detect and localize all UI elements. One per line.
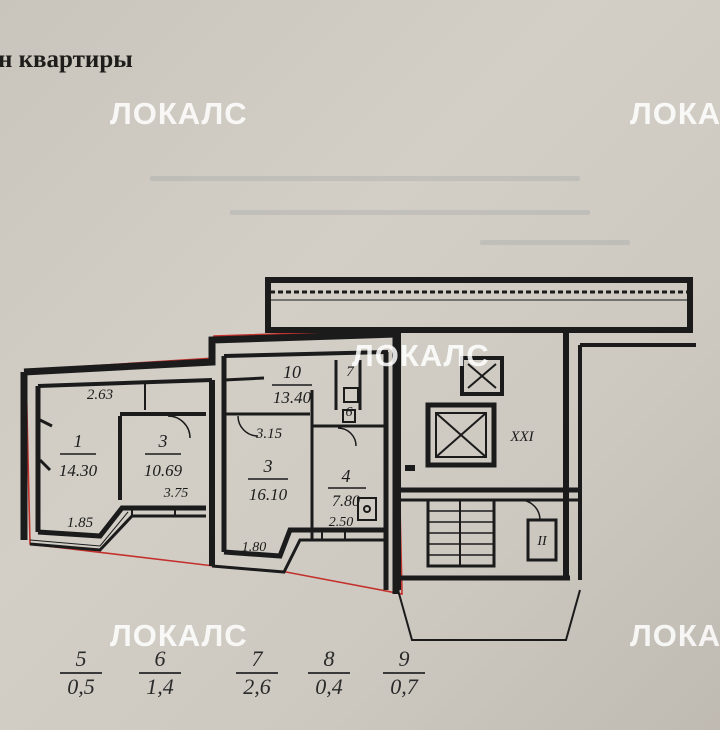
legend-num: 8 (323, 646, 335, 671)
faded-line (230, 210, 590, 215)
dim-3-15: 3.15 (255, 426, 283, 442)
faded-line (150, 176, 580, 181)
room-4-area: 7.80 (332, 493, 360, 510)
fraction-bar (139, 672, 181, 674)
room-6-number: 6 (346, 405, 353, 420)
room-10-area: 13.40 (273, 388, 312, 407)
fraction-bar (60, 672, 102, 674)
dim-1-80: 1.80 (242, 540, 267, 555)
faded-line (480, 240, 630, 245)
legend-den: 0,5 (67, 674, 95, 699)
fraction-bar (308, 672, 350, 674)
legend-den: 0,7 (390, 674, 418, 699)
legend-num: 7 (251, 646, 263, 671)
room-3-number: 3 (263, 456, 273, 476)
watermark-bottom-right: ЛОКАЛС (630, 618, 720, 653)
fraction-bar (383, 672, 425, 674)
legend-item-5: 5 0,5 (58, 646, 104, 700)
watermark-top-right: ЛОКАЛС (630, 96, 720, 131)
legend-item-9: 9 0,7 (381, 646, 427, 700)
legend-den: 2,6 (243, 674, 271, 699)
fraction-bar (236, 672, 278, 674)
room-7-number: 7 (346, 364, 355, 380)
corridor-block (265, 277, 693, 333)
stair-label-upper: XXI (509, 429, 534, 445)
dim-1-85: 1.85 (67, 515, 94, 531)
room-1-area: 14.30 (59, 461, 98, 480)
dim-3-75: 3.75 (163, 486, 189, 501)
door-swings (167, 415, 541, 521)
legend-den: 1,4 (146, 674, 174, 699)
room-2-area: 10.69 (144, 461, 183, 480)
watermark-center: ЛОКАЛС (352, 338, 490, 373)
room-2-number: 3 (158, 431, 168, 451)
stair-label-lower: II (536, 534, 548, 549)
watermark-top-left: ЛОКАЛС (110, 96, 248, 131)
room-1-number: 1 (74, 431, 83, 451)
legend-num: 9 (398, 646, 410, 671)
left-unit-walls (20, 330, 400, 594)
legend-den: 0,4 (315, 674, 343, 699)
room-4-number: 4 (342, 466, 351, 486)
fixtures (38, 387, 377, 521)
watermark-bottom-left: ЛОКАЛС (110, 618, 248, 653)
room-3-area: 16.10 (249, 485, 288, 504)
stairwell-core (395, 332, 696, 641)
bay-windows (29, 505, 386, 574)
legend-item-7: 7 2,6 (234, 646, 280, 700)
legend-num: 5 (75, 646, 87, 671)
room-10-number: 10 (283, 362, 301, 382)
legend-item-6: 6 1,4 (137, 646, 183, 700)
dim-2-50: 2.50 (329, 515, 354, 530)
page-title: н квартиры (0, 46, 133, 73)
legend-item-8: 8 0,4 (306, 646, 352, 700)
legend-num: 6 (154, 646, 166, 671)
dim-2-63: 2.63 (87, 387, 113, 403)
